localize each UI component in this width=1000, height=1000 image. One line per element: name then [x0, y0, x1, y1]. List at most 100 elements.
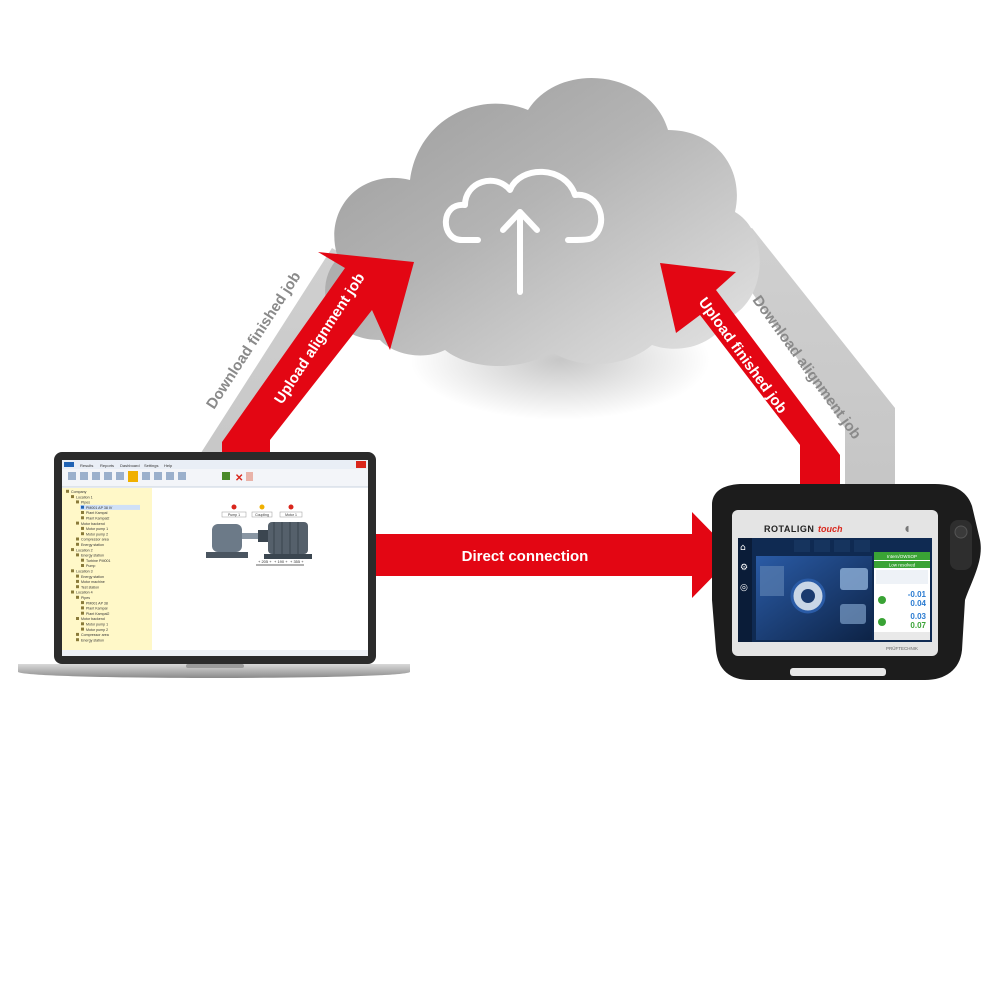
tree-item-icon [76, 632, 79, 636]
tree-item[interactable]: Compressor area [81, 633, 109, 637]
app-tab-3[interactable]: Dashboard [120, 463, 140, 468]
dimension-label-1: + 205 + [258, 559, 272, 564]
status-dot-motor [288, 504, 294, 510]
app-logo [64, 462, 74, 467]
tree-item-icon [76, 579, 79, 583]
tree-item-icon [81, 558, 84, 562]
tree-item[interactable]: Energy station [81, 554, 104, 558]
tree-item-icon [81, 505, 84, 509]
tree-item-icon [81, 622, 84, 626]
dimension-label-3: + 355 + [290, 559, 304, 564]
app-tab-1[interactable]: Results [80, 463, 93, 468]
ribbon-delete-icon[interactable]: ✕ [235, 473, 243, 484]
machine-label-pump [221, 511, 247, 518]
tree-item[interactable]: Energy station [81, 575, 104, 579]
tree-item[interactable]: Energy station [81, 543, 104, 547]
results-panel-header [874, 552, 930, 560]
tree-item-icon [76, 595, 79, 599]
tree-item-icon [81, 601, 84, 605]
tree-item[interactable]: Location 2 [76, 548, 93, 552]
tree-item[interactable]: Location 4 [76, 591, 93, 595]
tree-item[interactable]: Plant Kampal [86, 607, 108, 611]
home-icon[interactable]: ⌂ [740, 543, 746, 553]
tree-item-icon [66, 489, 69, 493]
tree-item-icon [76, 521, 79, 525]
status-ok-icon-2 [878, 618, 886, 626]
wifi-icon: ◖ [905, 524, 909, 533]
tree-item[interactable]: Plant Kampal2 [86, 517, 109, 521]
reading-2: 0.04 [910, 599, 926, 608]
tree-item-icon [76, 638, 79, 642]
app-tab-2[interactable]: Reports [100, 463, 114, 468]
tree-item[interactable]: Company [71, 490, 87, 494]
measure-icon[interactable]: ◎ [740, 583, 748, 593]
tree-item[interactable]: Pipes [81, 596, 90, 600]
machine-train [206, 504, 312, 566]
device-toolbar [738, 538, 752, 642]
tree-item-icon [76, 537, 79, 541]
device-footer-brand: PRÜFTECHNIK [886, 645, 918, 651]
device-top-icon-2[interactable] [814, 540, 830, 552]
tree-item-icon [71, 548, 74, 552]
tree-item-icon [81, 526, 84, 530]
tree-item[interactable]: Pump [86, 564, 95, 568]
app-tab-4[interactable]: Settings [144, 463, 158, 468]
machine-label-motor [279, 511, 303, 518]
software-titlebar [62, 460, 368, 469]
device-top-icon-4[interactable] [854, 540, 870, 552]
laptop: Results Reports Dashboard Settings Help … [18, 452, 410, 678]
tree-item-icon [81, 564, 84, 567]
tree-item[interactable]: Motor machine [81, 580, 105, 584]
machine-label: Motor 1 [285, 513, 297, 517]
device-model: touch [818, 524, 843, 534]
device-brand: ROTALIGN [764, 524, 814, 534]
device-foot [790, 668, 886, 676]
tree-item[interactable]: Motor backend [81, 617, 105, 621]
tree-item[interactable]: Plant Kampal2 [86, 612, 109, 616]
results-panel-subtitle: Low resolved [889, 563, 916, 568]
tree-item-icon [81, 627, 84, 631]
tree-item-icon [76, 553, 79, 557]
cloud-upload-icon [442, 168, 604, 295]
software-ribbon [62, 469, 368, 487]
ribbon-doc-icon[interactable] [246, 472, 253, 481]
tree-item[interactable]: Compressor area [81, 538, 109, 542]
device-top-icon-1[interactable] [794, 540, 810, 552]
app-tab-5[interactable]: Help [164, 463, 173, 468]
device-top-icon-3[interactable] [834, 540, 850, 552]
tree-item-icon [81, 611, 84, 615]
tree-item[interactable]: Location 3 [76, 570, 93, 574]
tree-item[interactable]: Motor backend [81, 522, 105, 526]
tree-item[interactable]: Motor pump 2 [86, 532, 108, 536]
tree-item-icon [76, 500, 79, 504]
tree-item[interactable]: Motor pump 2 [86, 628, 108, 632]
machine-label: Coupling [255, 513, 269, 517]
tree-item[interactable]: Plant Kampal [86, 511, 108, 515]
tree-item[interactable]: Turbine PM001 [86, 559, 110, 563]
window-close-icon[interactable] [356, 461, 366, 468]
device-power-button[interactable] [954, 525, 968, 539]
laptop-notch [186, 664, 244, 668]
ribbon-icons [68, 471, 230, 482]
device-footer-bar [874, 632, 930, 640]
machine-label: Pump 1 [228, 513, 240, 517]
gear-icon[interactable]: ⚙ [740, 563, 748, 573]
tree-item[interactable]: Location 1 [76, 495, 93, 499]
tree-item[interactable]: Test station [81, 585, 99, 589]
tree-item[interactable]: PM001 AP 38 IV [86, 506, 113, 510]
tree-item[interactable]: Energy station [81, 638, 104, 642]
tree-item-icon [76, 574, 79, 578]
arrow-direct-connection [312, 512, 734, 598]
reading-1: -0.01 [908, 590, 927, 599]
tree-item[interactable]: Pipes [81, 501, 90, 505]
tree-item[interactable]: Motor pump 1 [86, 527, 108, 531]
reading-3: 0.03 [910, 612, 926, 621]
tree-item[interactable]: PM001 AP 38 [86, 601, 108, 605]
machine-label-coupling [251, 511, 273, 518]
tree-item[interactable]: Motor pump 1 [86, 623, 108, 627]
tree-item-icon [76, 585, 79, 589]
tree-item-icon [76, 542, 79, 546]
software-tree-panel [62, 488, 152, 650]
